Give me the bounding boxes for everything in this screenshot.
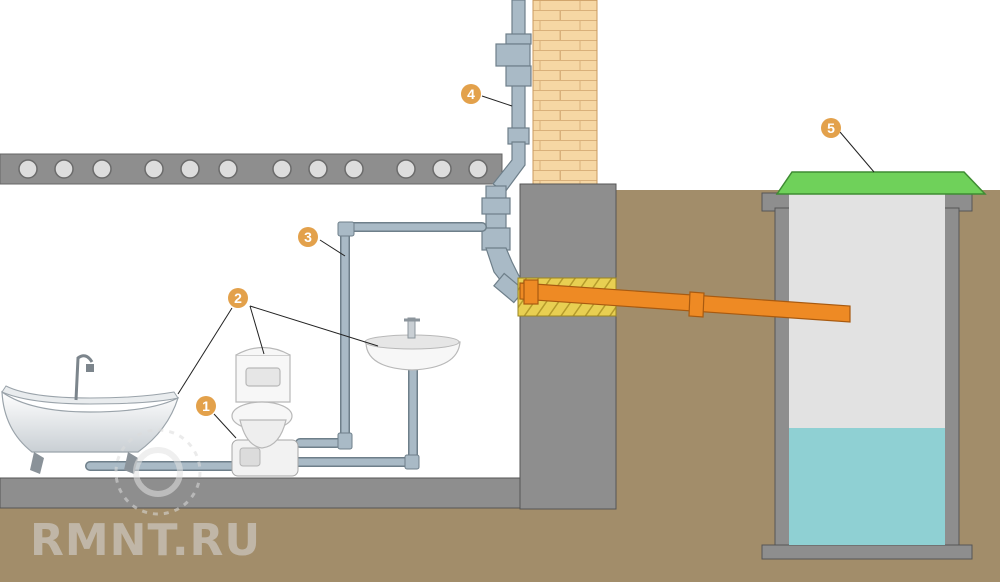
sink (364, 317, 461, 371)
slab-core-hole (54, 159, 74, 179)
slab-core-hole (396, 159, 416, 179)
callout-5-number: 5 (827, 120, 835, 136)
slab-core-hole (18, 159, 38, 179)
slab-core-hole (344, 159, 364, 179)
callout-4-number: 4 (467, 86, 475, 102)
callout-4: 4 (461, 84, 481, 104)
tank-lid (775, 171, 987, 195)
slab-core-hole (180, 159, 200, 179)
slab-core-hole (218, 159, 238, 179)
slab-core-hole (144, 159, 164, 179)
slab-core-hole (92, 159, 112, 179)
brick-wall (532, 0, 598, 186)
callout-1: 1 (196, 396, 216, 416)
outlet-pipe (519, 279, 851, 323)
slab-core-hole (432, 159, 452, 179)
pipe-fitting (404, 454, 420, 470)
slab-core-hole (272, 159, 292, 179)
watermark-text: RMNT.RU (30, 515, 261, 566)
callout-1-number: 1 (202, 398, 210, 414)
pipe-fitting (337, 432, 353, 450)
foundation-wall (519, 183, 617, 510)
callout-3-number: 3 (304, 229, 312, 245)
callout-5: 5 (821, 118, 841, 138)
watermark: RMNT.RU (30, 428, 261, 566)
septic-tank (761, 171, 987, 560)
callout-2: 2 (228, 288, 248, 308)
callout-2-number: 2 (234, 290, 242, 306)
callout-3: 3 (298, 227, 318, 247)
ceiling-slab (0, 153, 503, 185)
tank-water (789, 428, 945, 545)
pipe-fitting (337, 221, 355, 237)
slab-core-hole (468, 159, 488, 179)
slab-core-hole (308, 159, 328, 179)
sewer-riser (481, 0, 532, 304)
bathtub (1, 354, 179, 474)
leader-lines (177, 95, 875, 439)
basement-floor (0, 477, 521, 509)
sewage-pump (231, 439, 299, 477)
toilet (231, 346, 293, 449)
